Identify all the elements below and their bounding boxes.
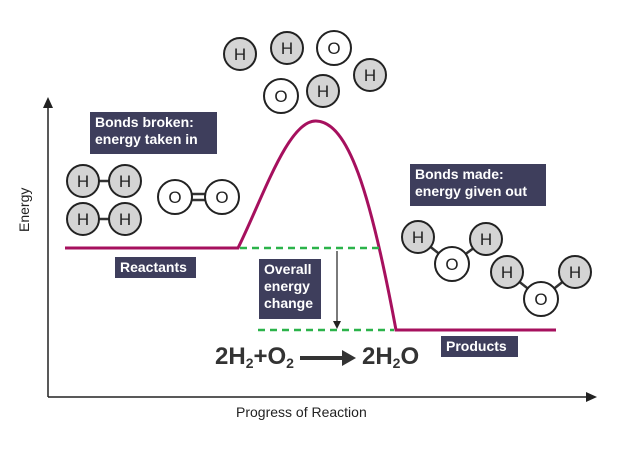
atom-h2b-left-circle [66, 202, 100, 236]
y-axis-arrowhead [43, 97, 53, 108]
atom-water2-h-right-symbol: H [569, 263, 581, 282]
atom-o2-right-symbol: O [215, 188, 228, 207]
x-axis-arrowhead [586, 392, 597, 402]
atom-h-top-4-symbol: H [317, 82, 329, 101]
x-axis-label: Progress of Reaction [236, 404, 367, 420]
y-axis-label: Energy [16, 187, 32, 232]
atom-h2a-left-symbol: H [77, 172, 89, 191]
atom-water2-h-left-circle [490, 255, 524, 289]
atom-o-top-2-symbol: O [274, 87, 287, 106]
axes [43, 97, 597, 402]
atom-o2-right-circle [204, 179, 240, 215]
atom-water2-o-circle [523, 281, 559, 317]
atom-water2-o-symbol: O [534, 290, 547, 309]
atom-water2-h-right: H [558, 255, 592, 289]
atom-h2b-right-symbol: H [119, 210, 131, 229]
atom-h-top-1-circle [223, 37, 257, 71]
atom-o-top-1-circle [316, 30, 352, 66]
atom-water1-o: O [434, 246, 470, 282]
atom-h2b-left: H [66, 202, 100, 236]
atom-o2-left: O [157, 179, 193, 215]
atom-h-top-2: H [270, 31, 304, 65]
atom-h-top-4: H [306, 74, 340, 108]
atom-water1-h-left: H [401, 220, 435, 254]
atom-h-top-3-circle [353, 58, 387, 92]
atom-h-top-1-symbol: H [234, 45, 246, 64]
atom-water1-h-right-circle [469, 222, 503, 256]
equation-reactant-hydrogen: 2H [215, 343, 246, 370]
atom-h-top-2-circle [270, 31, 304, 65]
atom-h2a-left: H [66, 164, 100, 198]
atom-h-top-3: H [353, 58, 387, 92]
atom-o-top-1-symbol: O [327, 39, 340, 58]
atom-h2a-right: H [108, 164, 142, 198]
atom-water1-o-symbol: O [445, 255, 458, 274]
reactants-label: Reactants [115, 257, 196, 278]
energy-change-indicator [240, 246, 394, 332]
atom-water1-h-right-symbol: H [480, 230, 492, 249]
atom-o2-right: O [204, 179, 240, 215]
atom-h-top-4-circle [306, 74, 340, 108]
bonds-made-label: Bonds made: energy given out [410, 164, 546, 206]
atom-o-top-1: O [316, 30, 352, 66]
atom-o-top-2-circle [263, 78, 299, 114]
atom-h2a-left-circle [66, 164, 100, 198]
atom-water1-h-left-circle [401, 220, 435, 254]
atom-h-top-3-symbol: H [364, 66, 376, 85]
bonds-broken-label: Bonds broken: energy taken in [90, 112, 217, 154]
atom-h2b-right: H [108, 202, 142, 236]
atom-h2a-right-symbol: H [119, 172, 131, 191]
reaction-arrow-icon [299, 349, 356, 366]
atom-h2a-right-circle [108, 164, 142, 198]
atom-o2-left-symbol: O [168, 188, 181, 207]
atom-water2-h-left-symbol: H [501, 263, 513, 282]
equation-product-water: 2H [361, 343, 393, 370]
atom-h-top-1: H [223, 37, 257, 71]
atom-water2-h-left: H [490, 255, 524, 289]
atom-water2-o: O [523, 281, 559, 317]
atom-water1-o-circle [434, 246, 470, 282]
equation-reactant-oxygen: +O [253, 343, 287, 370]
atom-h-top-2-symbol: H [281, 39, 293, 58]
atom-h2b-left-symbol: H [77, 210, 89, 229]
atom-o-top-2: O [263, 78, 299, 114]
atom-water1-h-right: H [469, 222, 503, 256]
energy-change-label: Overall energy change [259, 259, 321, 319]
atom-water2-h-right-circle [558, 255, 592, 289]
atom-water1-h-left-symbol: H [412, 228, 424, 247]
atom-o2-left-circle [157, 179, 193, 215]
atom-h2b-right-circle [108, 202, 142, 236]
energy-change-arrowhead [333, 321, 341, 329]
energy-curve [65, 119, 556, 332]
products-label: Products [441, 336, 518, 357]
